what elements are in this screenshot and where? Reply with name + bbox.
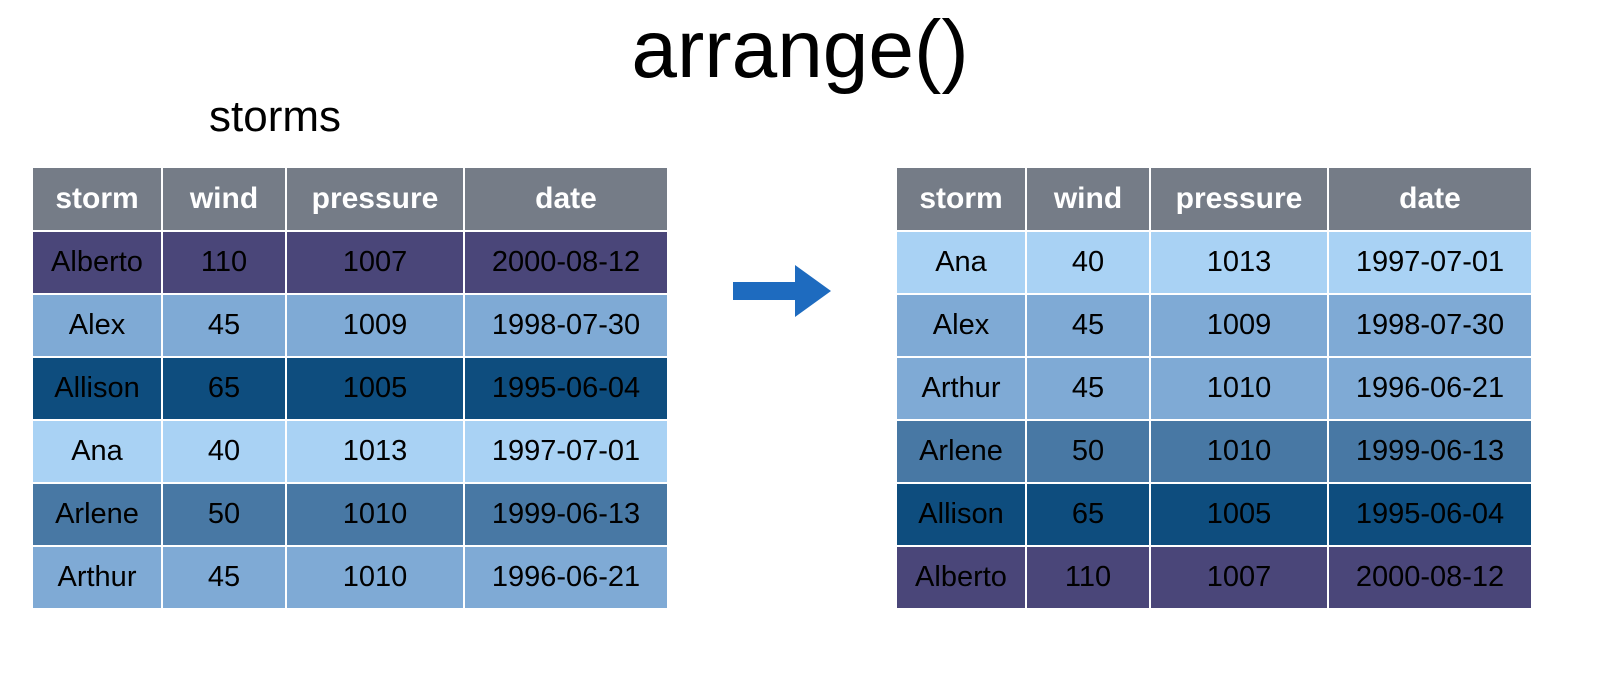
table-header: storm wind pressure date bbox=[895, 166, 1533, 232]
cell-date: 1998-07-30 bbox=[1327, 293, 1533, 358]
cell-pressure: 1007 bbox=[285, 230, 465, 295]
cell-storm: Alberto bbox=[31, 230, 163, 295]
transform-arrow bbox=[733, 263, 833, 319]
cell-wind: 45 bbox=[161, 293, 287, 358]
cell-wind: 40 bbox=[1025, 230, 1151, 295]
cell-date: 1997-07-01 bbox=[1327, 230, 1533, 295]
cell-wind: 110 bbox=[1025, 545, 1151, 610]
cell-wind: 45 bbox=[161, 545, 287, 610]
cell-pressure: 1005 bbox=[285, 356, 465, 421]
cell-storm: Arlene bbox=[895, 419, 1027, 484]
cell-storm: Allison bbox=[895, 482, 1027, 547]
cell-storm: Arthur bbox=[895, 356, 1027, 421]
cell-wind: 40 bbox=[161, 419, 287, 484]
cell-wind: 50 bbox=[161, 482, 287, 547]
cell-date: 1995-06-04 bbox=[463, 356, 669, 421]
right-arrow-icon bbox=[733, 265, 831, 317]
cell-date: 1998-07-30 bbox=[463, 293, 669, 358]
cell-date: 1999-06-13 bbox=[1327, 419, 1533, 484]
column-header-pressure: pressure bbox=[285, 166, 465, 232]
page-title: arrange() bbox=[631, 4, 969, 95]
cell-date: 2000-08-12 bbox=[463, 230, 669, 295]
cell-storm: Ana bbox=[895, 230, 1027, 295]
cell-pressure: 1013 bbox=[1149, 230, 1329, 295]
cell-wind: 45 bbox=[1025, 293, 1151, 358]
column-header-date: date bbox=[463, 166, 669, 232]
cell-wind: 65 bbox=[1025, 482, 1151, 547]
cell-date: 1995-06-04 bbox=[1327, 482, 1533, 547]
cell-storm: Arthur bbox=[31, 545, 163, 610]
column-header-date: date bbox=[1327, 166, 1533, 232]
cell-wind: 110 bbox=[161, 230, 287, 295]
cell-storm: Allison bbox=[31, 356, 163, 421]
column-header-storm: storm bbox=[31, 166, 163, 232]
column-header-storm: storm bbox=[895, 166, 1027, 232]
cell-pressure: 1010 bbox=[1149, 419, 1329, 484]
cell-pressure: 1007 bbox=[1149, 545, 1329, 610]
cell-date: 1996-06-21 bbox=[463, 545, 669, 610]
cell-date: 1999-06-13 bbox=[463, 482, 669, 547]
column-header-wind: wind bbox=[1025, 166, 1151, 232]
cell-pressure: 1010 bbox=[285, 482, 465, 547]
cell-storm: Arlene bbox=[31, 482, 163, 547]
column-header-wind: wind bbox=[161, 166, 287, 232]
column-header-pressure: pressure bbox=[1149, 166, 1329, 232]
left-table-label: storms bbox=[209, 92, 341, 141]
cell-pressure: 1010 bbox=[1149, 356, 1329, 421]
cell-wind: 50 bbox=[1025, 419, 1151, 484]
cell-storm: Alex bbox=[895, 293, 1027, 358]
cell-date: 1996-06-21 bbox=[1327, 356, 1533, 421]
cell-wind: 65 bbox=[161, 356, 287, 421]
cell-pressure: 1009 bbox=[1149, 293, 1329, 358]
cell-pressure: 1005 bbox=[1149, 482, 1329, 547]
cell-wind: 45 bbox=[1025, 356, 1151, 421]
cell-pressure: 1010 bbox=[285, 545, 465, 610]
cell-pressure: 1013 bbox=[285, 419, 465, 484]
cell-storm: Ana bbox=[31, 419, 163, 484]
cell-storm: Alberto bbox=[895, 545, 1027, 610]
cell-date: 1997-07-01 bbox=[463, 419, 669, 484]
table-header: storm wind pressure date bbox=[31, 166, 669, 232]
cell-date: 2000-08-12 bbox=[1327, 545, 1533, 610]
cell-storm: Alex bbox=[31, 293, 163, 358]
cell-pressure: 1009 bbox=[285, 293, 465, 358]
